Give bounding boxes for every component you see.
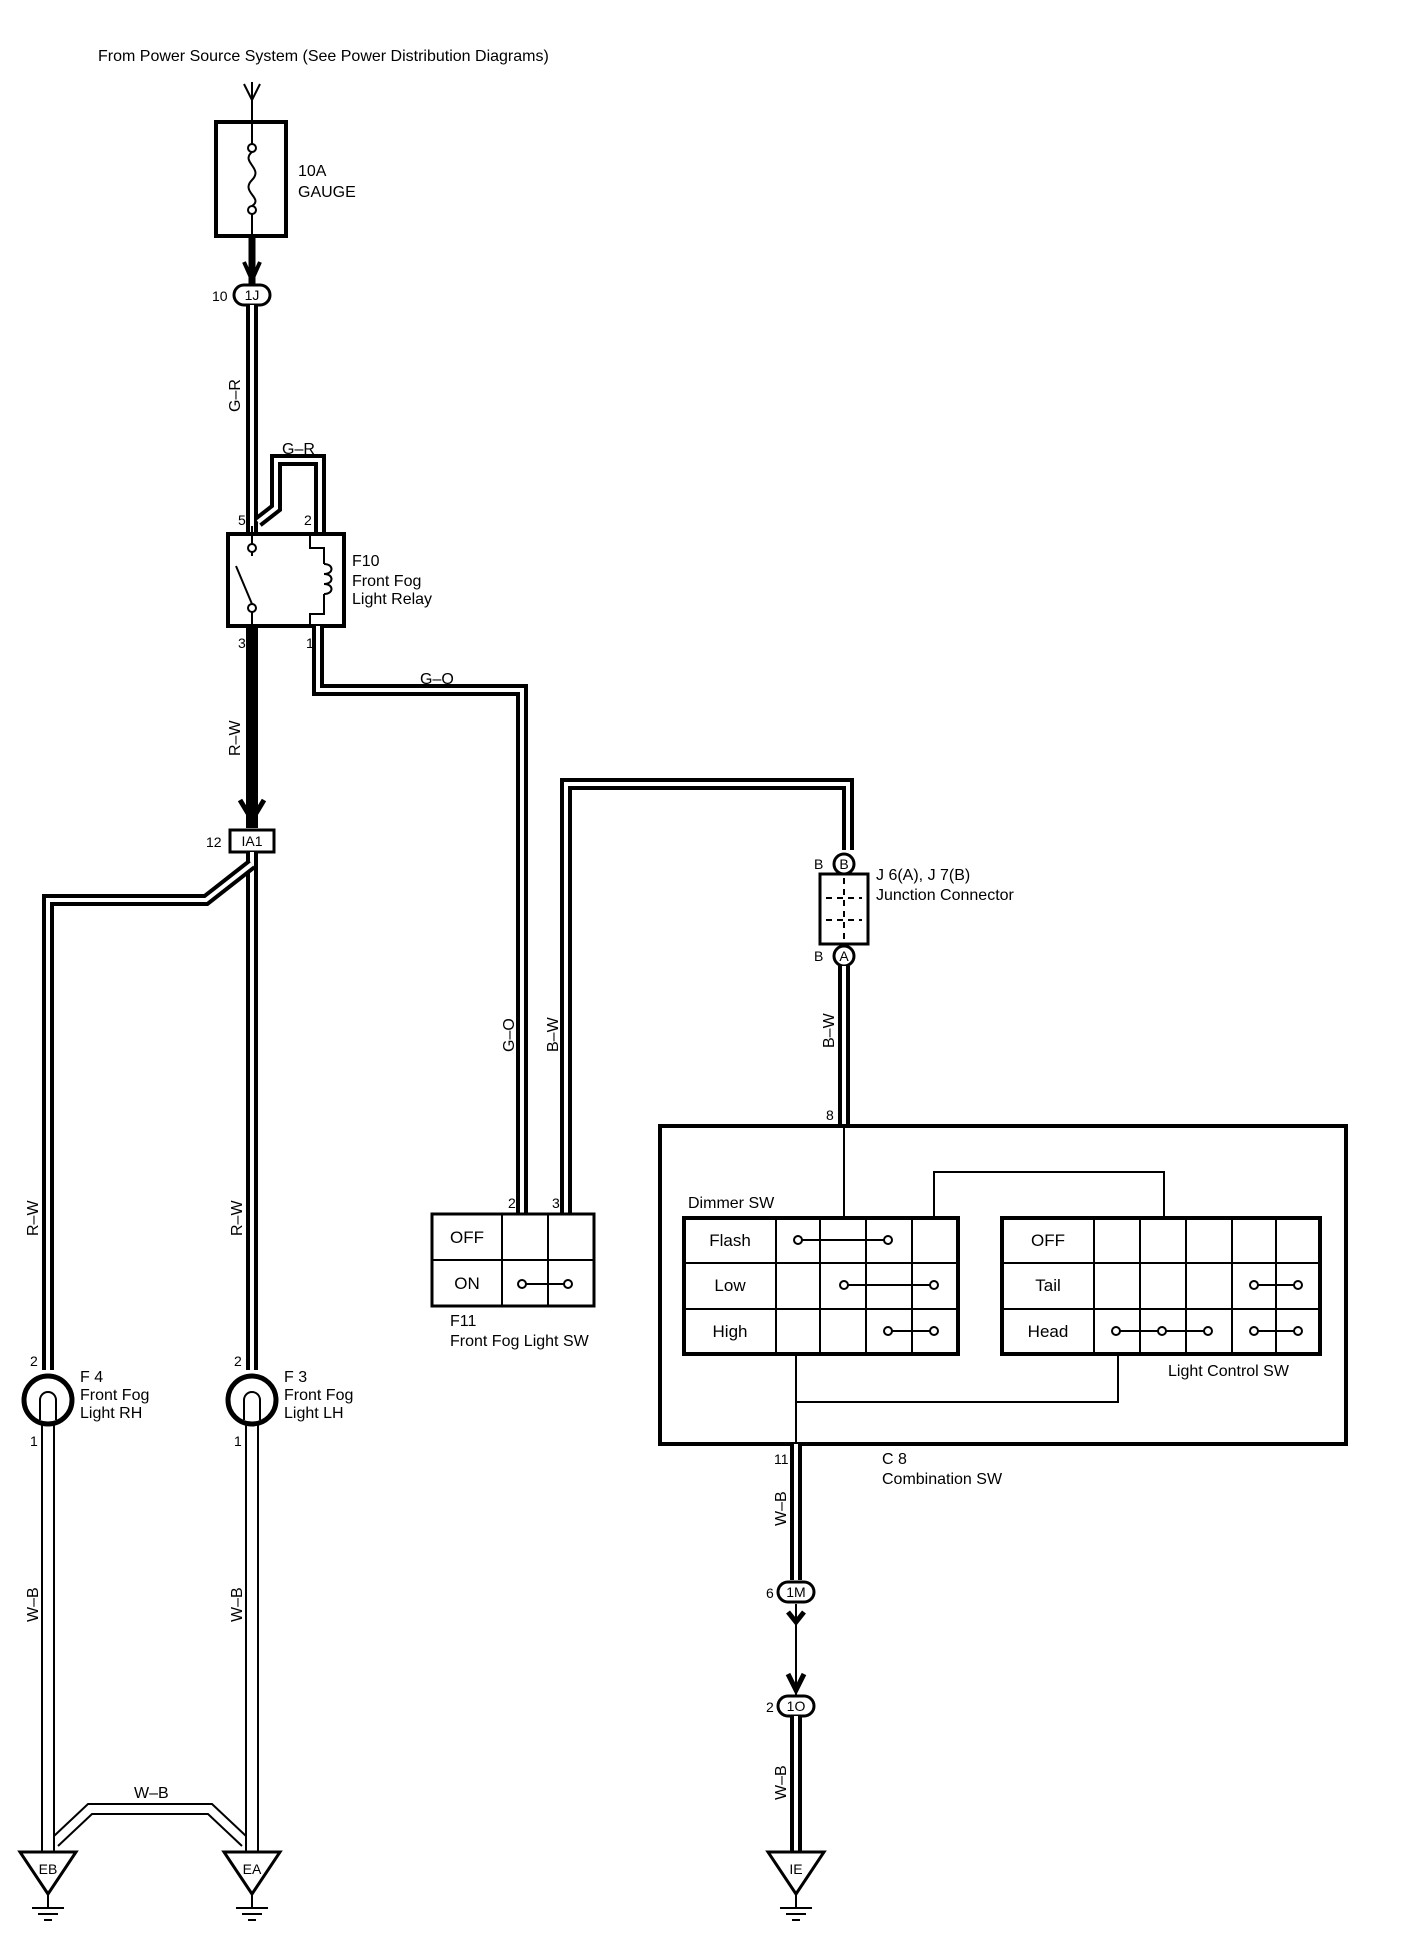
dimmer-row-low: Low [714, 1276, 746, 1295]
ground-eb [17, 1850, 79, 1921]
rh-line1: Front Fog [80, 1387, 149, 1404]
ground-ea [221, 1850, 283, 1921]
wire-label-rw-mid: R–W [229, 1200, 246, 1236]
junction-connector [818, 852, 870, 968]
wire-label-go-v: G–O [501, 1018, 518, 1052]
junction-pin-bottom: B [814, 948, 823, 964]
fuse-10a-gauge [214, 120, 288, 238]
connector-1m-pin: 6 [766, 1585, 774, 1601]
junction-name: Junction Connector [876, 887, 1015, 904]
ground-ea-label: EA [243, 1861, 262, 1877]
relay-pin-3: 3 [238, 635, 246, 651]
wire-rw-branches [42, 852, 258, 1370]
lh-pin-bottom: 1 [234, 1433, 242, 1449]
relay-name-line1: Front Fog [352, 573, 421, 590]
wire-label-wb-mid: W–B [229, 1587, 246, 1622]
light-control-row-tail: Tail [1035, 1276, 1061, 1295]
rh-line2: Light RH [80, 1405, 142, 1422]
relay-pin-1: 1 [306, 635, 314, 651]
c8-pin-11: 11 [774, 1451, 789, 1467]
rh-id: F 4 [80, 1369, 103, 1386]
junction-pin-top: B [814, 856, 823, 872]
relay-name-line2: Light Relay [352, 591, 432, 608]
relay-pin-2: 2 [304, 512, 312, 528]
connector-1m-code: 1M [786, 1584, 805, 1600]
junction-id: J 6(A), J 7(B) [876, 867, 970, 884]
wire-label-wb-lower: W–B [773, 1765, 790, 1800]
ground-eb-label: EB [39, 1861, 58, 1877]
connector-1o: 1O [776, 1694, 816, 1718]
wire-label-wb-c8: W–B [773, 1491, 790, 1526]
junction-tag-b: B [839, 856, 848, 872]
connector-1m: 1M [776, 1580, 816, 1604]
wire-label-gr-top: G–R [227, 379, 244, 412]
light-control-title: Light Control SW [1168, 1363, 1290, 1380]
connector-ia1: IA1 [228, 828, 276, 854]
dimmer-row-high: High [713, 1322, 748, 1341]
wire-label-go-h: G–O [420, 671, 454, 688]
connector-ia1-pin: 12 [206, 834, 222, 850]
fog-light-switch [430, 1212, 596, 1308]
rh-pin-top: 2 [30, 1353, 38, 1369]
combination-switch [658, 1124, 1348, 1446]
light-control-row-off: OFF [1031, 1231, 1065, 1250]
wire-label-wb-bottom: W–B [134, 1785, 169, 1802]
lh-pin-top: 2 [234, 1353, 242, 1369]
fog-switch-pin-3: 3 [552, 1195, 560, 1211]
wire-label-rw-left: R–W [25, 1200, 42, 1236]
fog-switch-id: F11 [450, 1313, 476, 1330]
wire-label-wb-left: W–B [25, 1587, 42, 1622]
connector-1j-pin: 10 [212, 288, 228, 304]
relay-id: F10 [352, 553, 380, 570]
wire-bw-fog-switch [560, 778, 854, 1214]
connector-1m-1o-link [785, 1604, 807, 1696]
fuse-name: GAUGE [298, 184, 356, 201]
fog-switch-name: Front Fog Light SW [450, 1333, 590, 1350]
connector-1o-pin: 2 [766, 1699, 774, 1715]
c8-id: C 8 [882, 1451, 907, 1468]
wire-gr-loop [254, 454, 326, 536]
ground-ie-label: IE [789, 1861, 802, 1877]
c8-name: Combination SW [882, 1471, 1003, 1488]
fog-switch-row-on: ON [454, 1274, 480, 1293]
wire-wb-grounds [41, 1424, 259, 1852]
wire-label-bw-v: B–W [545, 1016, 562, 1052]
relay-pin-5: 5 [238, 512, 246, 528]
light-control-switch-table [1000, 1216, 1322, 1356]
connector-1j: 1J [232, 283, 272, 307]
dimmer-title: Dimmer SW [688, 1195, 775, 1212]
dimmer-switch-table [682, 1216, 960, 1356]
ground-ie [765, 1850, 827, 1921]
fog-light-rh [21, 1373, 75, 1427]
light-control-row-head: Head [1028, 1322, 1069, 1341]
lh-line2: Light LH [284, 1405, 344, 1422]
rh-pin-bottom: 1 [30, 1433, 38, 1449]
connector-ia1-code: IA1 [241, 833, 262, 849]
wire-label-gr-loop: G–R [282, 441, 315, 458]
source-arrow-icon [243, 82, 261, 122]
c8-pin-8: 8 [826, 1107, 834, 1123]
fog-light-lh [225, 1373, 279, 1427]
lh-id: F 3 [284, 1369, 307, 1386]
connector-1o-code: 1O [787, 1698, 806, 1714]
lh-line1: Front Fog [284, 1387, 353, 1404]
junction-tag-a: A [839, 948, 849, 964]
wire-label-rw-v: R–W [227, 720, 244, 756]
fog-switch-pin-2: 2 [508, 1195, 516, 1211]
power-source-label: From Power Source System (See Power Dist… [98, 48, 549, 65]
wire-go [312, 626, 528, 1214]
wire-label-bw-j: B–W [821, 1012, 838, 1048]
connector-1j-code: 1J [245, 287, 260, 303]
dimmer-row-flash: Flash [709, 1231, 751, 1250]
fuse-rating: 10A [298, 163, 327, 180]
relay-f10 [226, 526, 346, 628]
fog-switch-row-off: OFF [450, 1228, 484, 1247]
